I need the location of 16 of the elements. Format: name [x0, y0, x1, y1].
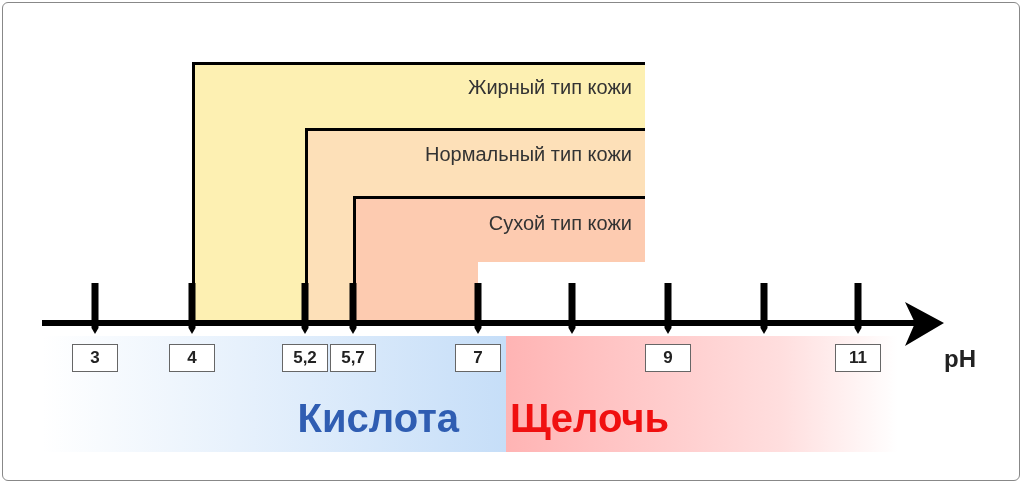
ph-value-label: 5,2	[282, 344, 328, 372]
skin-type-band	[305, 128, 645, 323]
ph-value-label: 4	[169, 344, 215, 372]
ph-value-label: 7	[455, 344, 501, 372]
ph-value-label: 9	[645, 344, 691, 372]
skin-type-band	[192, 62, 645, 323]
band-label: Нормальный тип кожи	[425, 143, 632, 166]
ph-value-label: 3	[72, 344, 118, 372]
ph-value-label: 5,7	[330, 344, 376, 372]
range-label: Кислота	[297, 396, 459, 441]
range-label: Щелочь	[510, 396, 670, 441]
skin-type-band	[353, 196, 645, 323]
ph-value-label: 11	[835, 344, 881, 372]
axis-unit-label: pH	[944, 345, 976, 373]
band-label: Жирный тип кожи	[467, 76, 632, 99]
band-label: Сухой тип кожи	[488, 212, 632, 235]
